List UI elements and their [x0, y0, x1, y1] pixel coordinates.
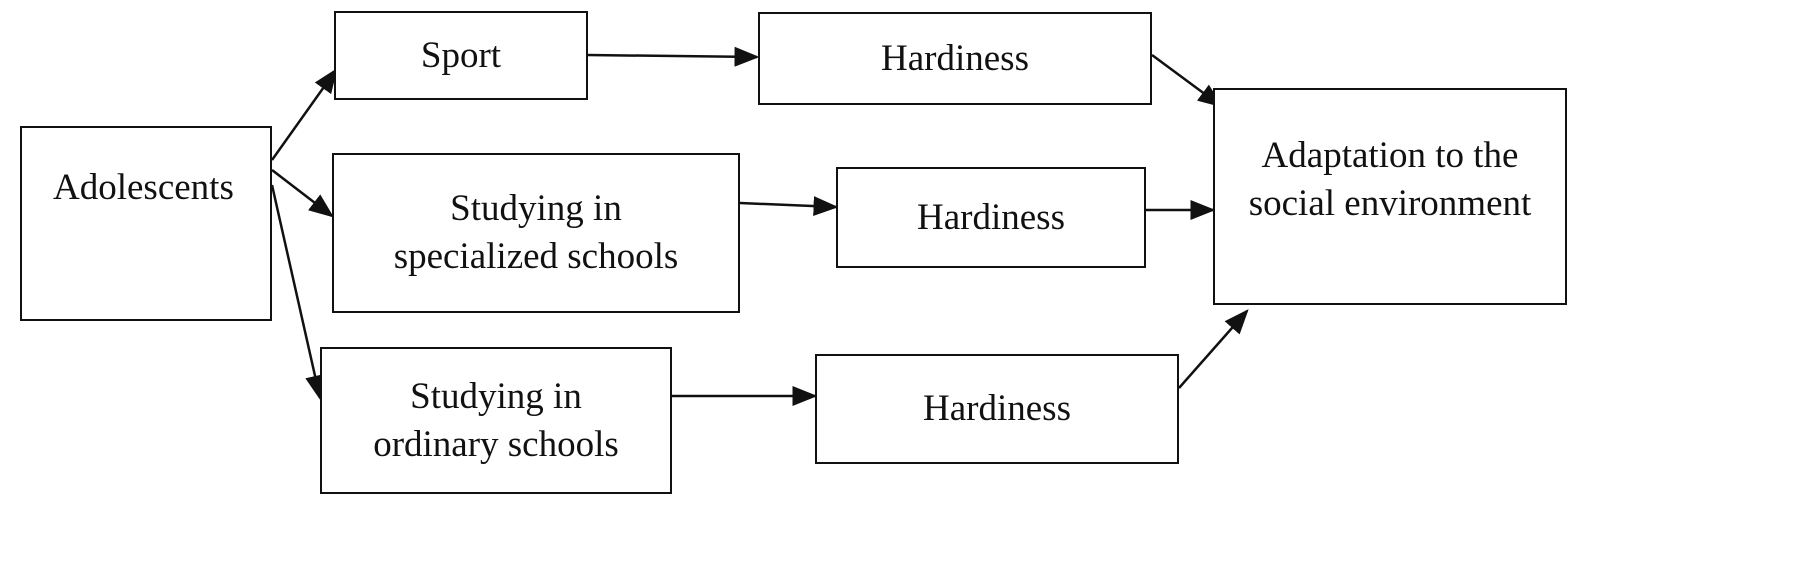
node-sport-label: Sport: [420, 34, 502, 76]
edge-sport-to-hardiness: [587, 46, 760, 67]
edge-hardiness-sport-to-adaptation: [1151, 53, 1224, 108]
node-sport: Sport: [334, 11, 588, 100]
edge-adolescents-to-specialized: [271, 169, 334, 218]
edge-hardiness-ordinary-to-adaptation: [1178, 309, 1249, 389]
edge-specialized-to-hardiness: [739, 196, 839, 217]
node-hardiness-specialized: Hardiness: [836, 167, 1146, 268]
node-ordinary-schools: Studying in ordinary schools: [320, 347, 672, 494]
node-adaptation-label: Adaptation to the social environment: [1248, 135, 1532, 224]
node-hardiness-sport-label: Hardiness: [881, 37, 1029, 79]
node-specialized-schools-label: Studying in specialized schools: [393, 188, 679, 277]
node-adaptation: Adaptation to the social environment: [1213, 88, 1567, 305]
node-adolescents: Adolescents: [20, 126, 272, 321]
node-ordinary-schools-label: Studying in ordinary schools: [373, 375, 619, 465]
node-hardiness-ordinary: Hardiness: [815, 354, 1179, 464]
edge-adolescents-to-sport: [270, 67, 338, 161]
node-hardiness-sport: Hardiness: [758, 12, 1152, 105]
edge-adolescents-to-ordinary: [270, 184, 325, 401]
node-adolescents-label: Adolescents: [53, 167, 234, 208]
node-hardiness-specialized-label: Hardiness: [917, 196, 1065, 238]
node-specialized-schools: Studying in specialized schools: [332, 153, 740, 313]
node-hardiness-ordinary-label: Hardiness: [923, 388, 1071, 429]
